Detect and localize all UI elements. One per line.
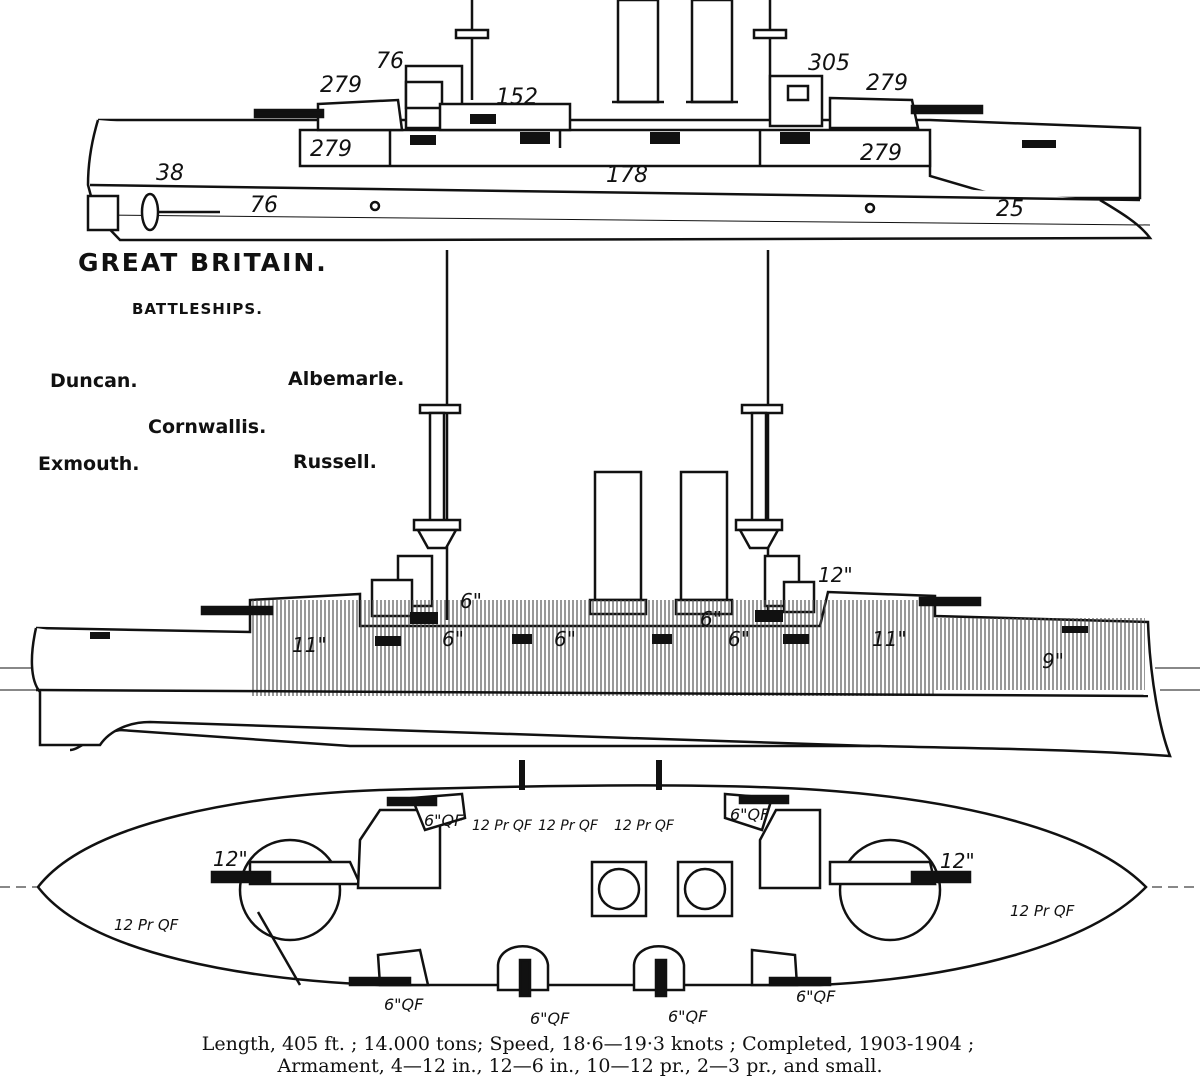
gun-label: 6" — [442, 627, 464, 651]
armour-label: 152 — [496, 85, 538, 110]
gun-label: 6"QF — [668, 1007, 708, 1026]
armour-label: 279 — [310, 137, 352, 162]
armour-label: 178 — [606, 163, 648, 188]
gun-label: 12 Pr QF — [472, 818, 533, 834]
armour-label: 38 — [156, 161, 184, 186]
gun-label: 12 Pr QF — [1010, 902, 1075, 920]
armour-label: 279 — [866, 71, 908, 96]
country-title: GREAT BRITAIN. — [78, 248, 328, 277]
armour-label: 305 — [808, 51, 850, 76]
profile-labels: 12" 6" 6" 6" 6" 6" 11" 11" 9" — [292, 563, 1064, 673]
gun-label: 12" — [818, 563, 853, 587]
gun-label: 12 Pr QF — [538, 818, 599, 834]
gun-label: 6" — [460, 589, 482, 613]
caption-specs: Length, 405 ft. ; 14.000 tons; Speed, 18… — [202, 1033, 975, 1055]
armour-label: 11" — [872, 627, 907, 651]
gun-label: 12" — [213, 847, 248, 871]
gun-label: 12 Pr QF — [614, 818, 675, 834]
ship-name: Russell. — [293, 451, 377, 473]
armour-label: 76 — [376, 49, 404, 74]
gun-label: 6" — [728, 627, 750, 651]
ship-name: Exmouth. — [38, 453, 139, 475]
gun-label: 6"QF — [730, 805, 770, 824]
gun-label: 6"QF — [796, 987, 836, 1006]
armour-plan-elevation — [86, 0, 1153, 242]
gun-label: 6"QF — [424, 811, 464, 830]
gun-label: 6"QF — [530, 1009, 570, 1028]
gun-label: 12" — [940, 849, 975, 873]
gun-label: 12 Pr QF — [114, 916, 179, 934]
armour-label: 76 — [250, 193, 278, 218]
ship-type-title: BATTLESHIPS. — [132, 300, 263, 318]
caption-armament: Armament, 4—12 in., 12—6 in., 10—12 pr.,… — [276, 1055, 882, 1077]
ship-name: Duncan. — [50, 370, 138, 392]
deck-plan — [0, 760, 1200, 998]
gun-label: 6" — [554, 627, 576, 651]
gun-label: 6"QF — [384, 995, 424, 1014]
deck-plan-labels: 6"QF 6"QF 12 Pr QF 12 Pr QF 12 Pr QF 12"… — [114, 805, 1075, 1028]
armour-label: 279 — [320, 73, 362, 98]
armour-label: 279 — [860, 141, 902, 166]
armour-plan-labels: 76 279 152 305 279 279 279 38 178 76 25 — [156, 49, 1024, 222]
ship-name: Cornwallis. — [148, 416, 266, 438]
ship-name: Albemarle. — [288, 368, 404, 390]
armour-label: 25 — [996, 197, 1024, 222]
ship-profile — [0, 250, 1200, 758]
armour-label: 11" — [292, 633, 327, 657]
armour-label: 9" — [1042, 649, 1064, 673]
gun-label: 6" — [700, 607, 722, 631]
